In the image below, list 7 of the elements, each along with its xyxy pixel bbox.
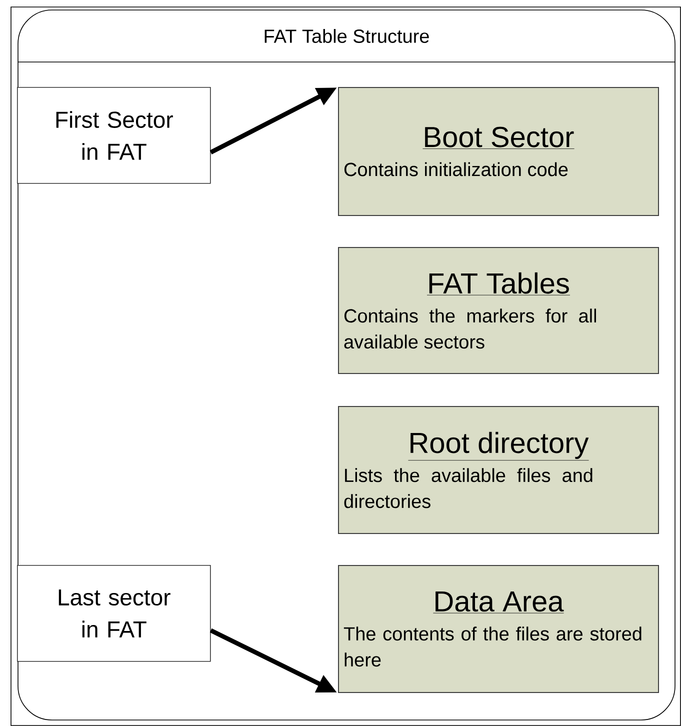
label-box: First Sector in FAT — [17, 87, 211, 184]
section-box: Root directory Lists the available files and directories — [338, 406, 659, 534]
section-box: Boot Sector Contains initialization code — [338, 87, 659, 216]
panel-title: FAT Table Structure — [264, 29, 429, 43]
section-box: Data Area The contents of the files are stored here — [338, 565, 659, 693]
label-box: Last sector in FAT — [17, 565, 211, 662]
section-box: FAT Tables Contains the markers for all available sectors — [338, 247, 659, 374]
